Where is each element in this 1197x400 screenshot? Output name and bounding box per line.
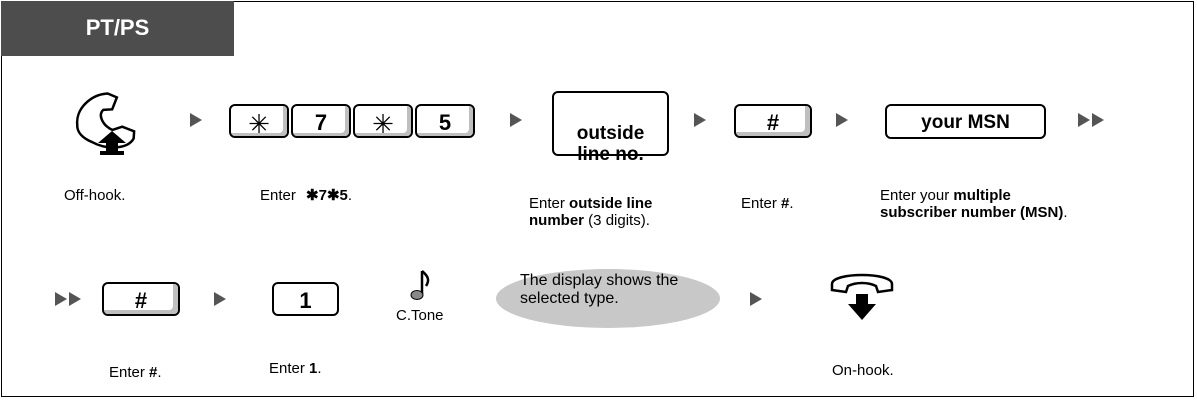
- ctone-label: C.Tone: [396, 307, 444, 324]
- caption-outside-line: Enter outside line number (3 digits).: [529, 195, 653, 229]
- key-hash[interactable]: #: [734, 104, 812, 138]
- key-1[interactable]: 1: [272, 282, 339, 316]
- caption-one: Enter 1.: [269, 360, 322, 377]
- caption-msn: Enter your multiple subscriber number (M…: [880, 187, 1068, 221]
- display-note-bubble: [496, 269, 720, 328]
- arrow-right-icon: [214, 292, 226, 306]
- arrow-right-icon: [694, 113, 706, 127]
- double-arrow-icon: [1078, 113, 1118, 127]
- outside-line-no-key[interactable]: outside line no.: [552, 91, 669, 165]
- msn-key[interactable]: your MSN: [885, 104, 1046, 139]
- handset-onhook-icon: [830, 273, 894, 320]
- caption-hash: Enter #.: [741, 195, 794, 212]
- caption-hash-2: Enter #.: [109, 364, 162, 381]
- caption-offhook: Off-hook.: [64, 187, 126, 204]
- arrow-right-icon: [510, 113, 522, 127]
- key-7[interactable]: 7: [291, 104, 351, 138]
- key-hash-2[interactable]: #: [102, 282, 180, 316]
- note-icon: [410, 270, 430, 300]
- arrow-right-icon: [836, 113, 848, 127]
- arrow-right-icon: [750, 292, 762, 306]
- arrow-right-icon: [190, 113, 202, 127]
- double-arrow-icon: [55, 292, 95, 306]
- key-5[interactable]: 5: [415, 104, 475, 138]
- display-note-text: The display shows the selected type.: [520, 272, 679, 307]
- caption-onhook: On-hook.: [832, 362, 894, 379]
- key-star-1[interactable]: ✳: [229, 104, 289, 139]
- key-star-2[interactable]: ✳: [353, 104, 413, 139]
- caption-enter-code: Enter ✱7✱5.: [260, 187, 353, 204]
- header-label: PT/PS: [85, 15, 150, 40]
- handset-offhook-icon: [76, 92, 136, 155]
- header-tab: PT/PS: [1, 1, 234, 56]
